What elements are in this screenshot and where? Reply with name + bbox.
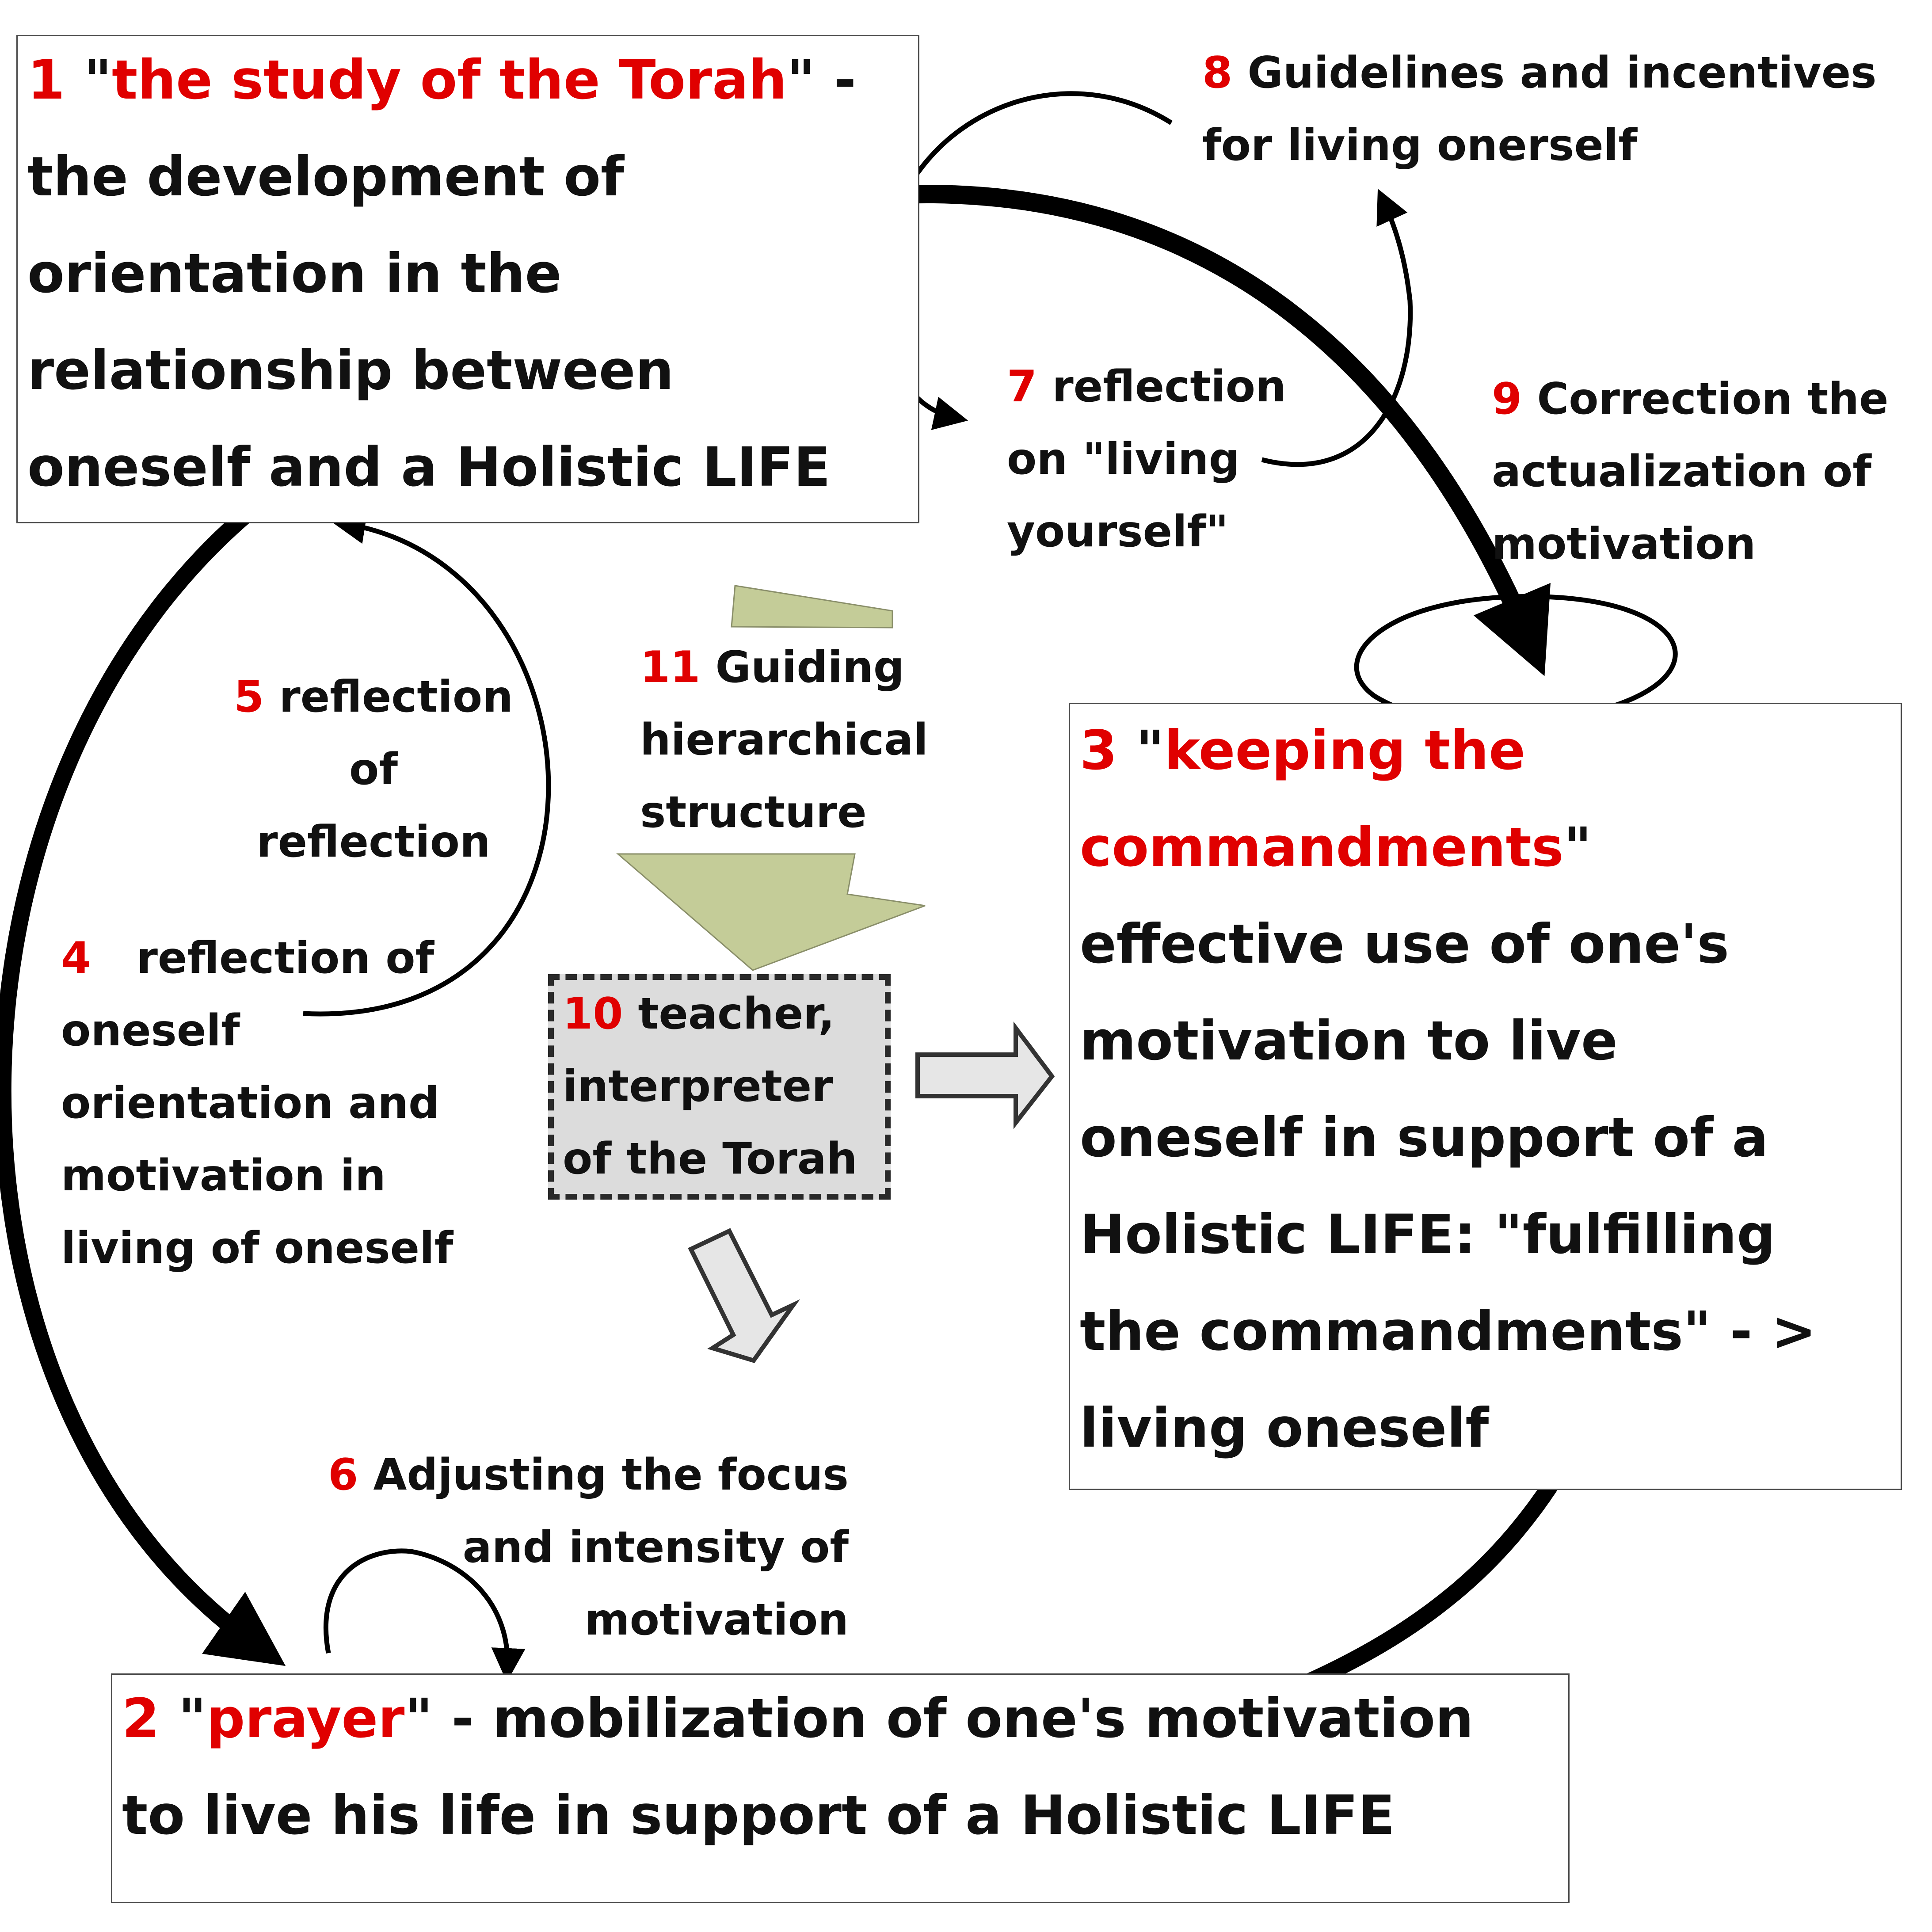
prayer-title: prayer	[206, 1687, 405, 1750]
box-text-line: oneself and a Holistic LIFE	[27, 436, 831, 499]
label-reflection-on-living: 7 reflection on "living yourself"	[1007, 351, 1286, 568]
label-text-line: on "living	[1007, 434, 1240, 484]
arrow-adjusting-focus-loop	[324, 1548, 526, 1682]
label-reflection-of-oneself: 4 reflection of oneself orientation and …	[61, 922, 453, 1284]
label-text-line: motivation	[1492, 519, 1756, 569]
box-text-line: motivation to live	[1080, 1010, 1618, 1072]
label-guidelines-incentives: 8 Guidelines and incentives for living o…	[1202, 37, 1877, 182]
teacher-to-prayer-arrow	[688, 1228, 800, 1363]
label-text-line: for living onerself	[1202, 120, 1638, 171]
step-number: 5	[234, 672, 264, 722]
step-number: 1	[27, 49, 65, 111]
label-text-line: structure	[640, 787, 867, 838]
box-text-line: the development of	[27, 145, 625, 208]
guiding-arrow-head	[616, 853, 926, 971]
label-text-line: living of oneself	[61, 1223, 453, 1273]
label-reflection-of-reflection: 5 reflection of reflection	[228, 661, 519, 878]
step-number: 4	[61, 933, 91, 983]
label-text-line: motivation in	[61, 1151, 386, 1201]
step-number: 10	[563, 989, 623, 1039]
label-adjusting-focus: 6 Adjusting the focus and intensity of m…	[318, 1439, 849, 1656]
keeping-commandments-title: keeping the	[1164, 719, 1526, 782]
label-text-line: hierarchical	[640, 715, 928, 765]
label-text-line: and intensity of	[462, 1522, 849, 1573]
box-text-line: living oneself	[1080, 1397, 1489, 1459]
keeping-commandments-heading: 3 "keeping the	[1080, 719, 1526, 782]
label-text-line: motivation	[584, 1595, 849, 1645]
box-text-line: oneself in support of a	[1080, 1106, 1768, 1169]
study-of-torah-box: 1 "the study of the Torah" - the develop…	[16, 35, 919, 523]
prayer-box: 2 "prayer" - mobilization of one's motiv…	[111, 1673, 1570, 1903]
box-text-line: the commandments" - >	[1080, 1300, 1817, 1363]
label-guiding-structure: 11 Guiding hierarchical structure	[640, 631, 928, 849]
box-text-line: effective use of one's	[1080, 913, 1729, 976]
teacher-box: 10 teacher, interpreter of the Torah	[548, 974, 891, 1200]
label-text-line: oneself	[61, 1006, 240, 1056]
prayer-heading: 2 "prayer" - mobilization of one's motiv…	[122, 1687, 1474, 1750]
box-text-line: to live his life in support of a Holisti…	[122, 1784, 1395, 1847]
arrow-study-to-prayer	[0, 491, 286, 1666]
keeping-commandments-box: 3 "keeping the commandments" effective u…	[1069, 703, 1902, 1490]
label-text-line: of	[349, 744, 398, 795]
guiding-arrow-tail	[731, 585, 893, 629]
arrow-reflection-of-reflection-loop	[303, 510, 551, 1017]
study-of-torah-heading: 1 "the study of the Torah" -	[27, 49, 857, 111]
label-text-line: orientation and	[61, 1078, 440, 1128]
label-text-line: reflection	[256, 817, 491, 867]
step-number: 6	[328, 1450, 358, 1500]
step-number: 3	[1080, 719, 1117, 782]
step-number: 9	[1492, 374, 1522, 424]
teacher-to-commandments-arrow	[915, 1021, 1055, 1129]
step-number: 7	[1007, 362, 1037, 412]
step-number: 8	[1202, 48, 1233, 98]
label-correction: 9 Correction the actualization of motiva…	[1492, 363, 1889, 580]
keeping-commandments-title-cont: commandments	[1080, 816, 1564, 879]
label-text-line: actualization of	[1492, 446, 1871, 497]
arrow-reflection-to-guidelines	[1261, 189, 1413, 467]
study-of-torah-title: the study of the Torah	[111, 49, 787, 111]
step-number: 2	[122, 1687, 160, 1750]
teacher-label: teacher,	[638, 989, 835, 1039]
box-text-line: interpreter	[563, 1061, 833, 1112]
box-text-line: of the Torah	[563, 1134, 857, 1184]
box-text-line: orientation in the	[27, 242, 562, 305]
step-number: 11	[640, 642, 701, 693]
box-text-line: relationship between	[27, 339, 674, 402]
label-text-line: yourself"	[1007, 507, 1229, 557]
box-text-line: Holistic LIFE: "fulfilling	[1080, 1203, 1776, 1266]
